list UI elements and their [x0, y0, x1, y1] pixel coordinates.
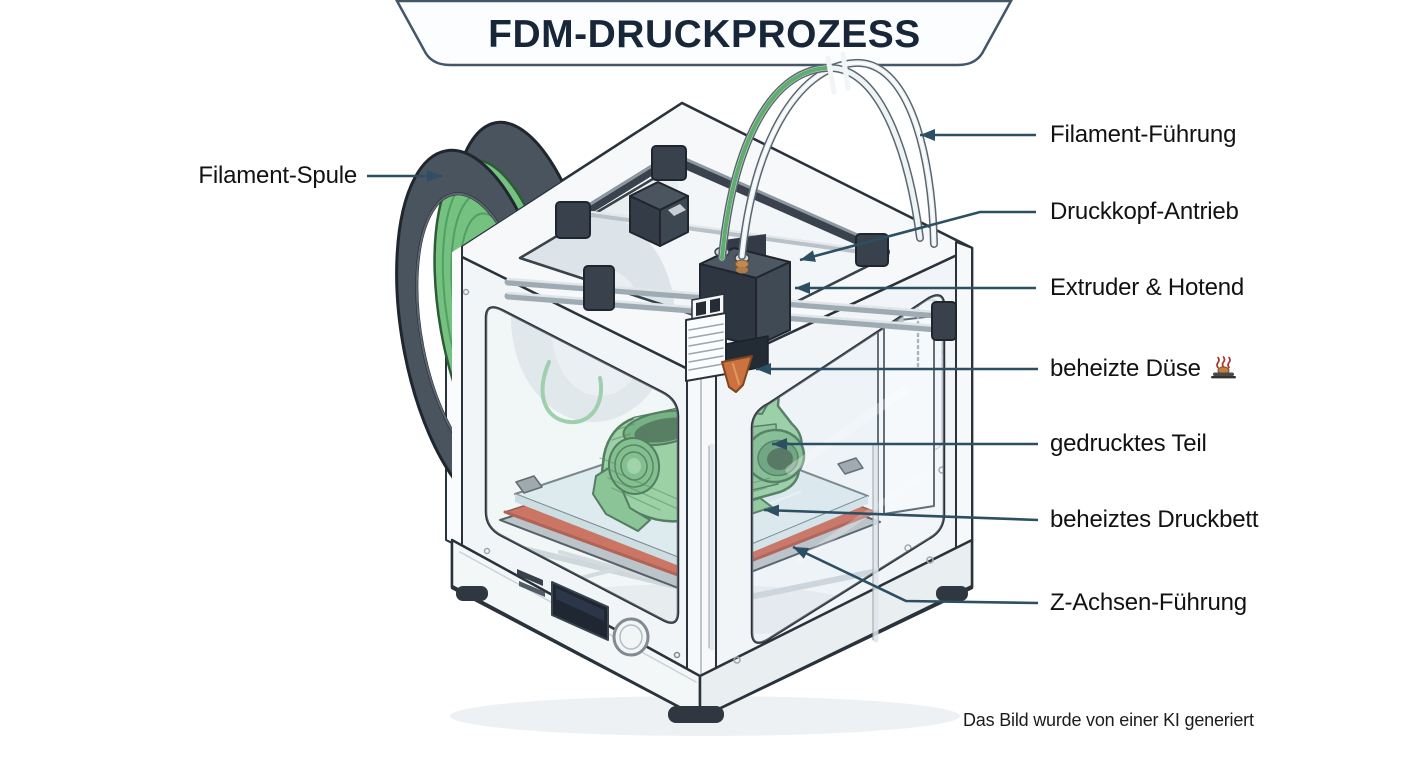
foot-left: [456, 586, 488, 601]
bed-clip-right: [837, 457, 864, 475]
leader-druckkopf-antrieb: [799, 210, 1036, 262]
label-filament-fuehrung: Filament-Führung: [1050, 121, 1237, 148]
print-head: [685, 234, 791, 393]
usb-slot: [517, 569, 543, 586]
label-druckkopf-antrieb: Druckkopf-Antrieb: [1050, 198, 1239, 225]
base-right-face: [698, 538, 974, 720]
label-beheizte-duese: beheizte Düse: [1050, 353, 1237, 388]
gantry-motor: [629, 181, 689, 247]
bed-clip-left: [515, 475, 543, 494]
title-banner: [395, 0, 1013, 67]
page-title: FDM-DRUCKPROZESS: [488, 13, 921, 56]
foot-right: [936, 586, 968, 601]
control-knob: [612, 617, 650, 657]
filament-tubes: [718, 51, 938, 262]
filament-in-tube: [719, 65, 829, 261]
printer-illustration: [395, 51, 974, 736]
label-beheiztes-druckbett: beheiztes Druckbett: [1050, 506, 1259, 533]
hot-surface-icon: [1210, 356, 1237, 388]
leader-z-achsen-fuehrung: [792, 545, 1039, 605]
leader-beheiztes-druckbett: [763, 504, 1039, 522]
ai-generated-note: Das Bild wurde von einer KI generiert: [963, 710, 1254, 730]
leader-lines: [367, 129, 1039, 605]
label-filament-spule: Filament-Spule: [198, 162, 357, 189]
label-extruder-hotend: Extruder & Hotend: [1050, 274, 1245, 301]
gantry-corner-bracket: [651, 145, 687, 181]
heatsink: [685, 312, 727, 382]
label-gedrucktes-teil: gedrucktes Teil: [1050, 430, 1207, 457]
foot-front: [668, 706, 724, 723]
label-z-achsen-fuehrung: Z-Achsen-Führung: [1050, 589, 1247, 616]
